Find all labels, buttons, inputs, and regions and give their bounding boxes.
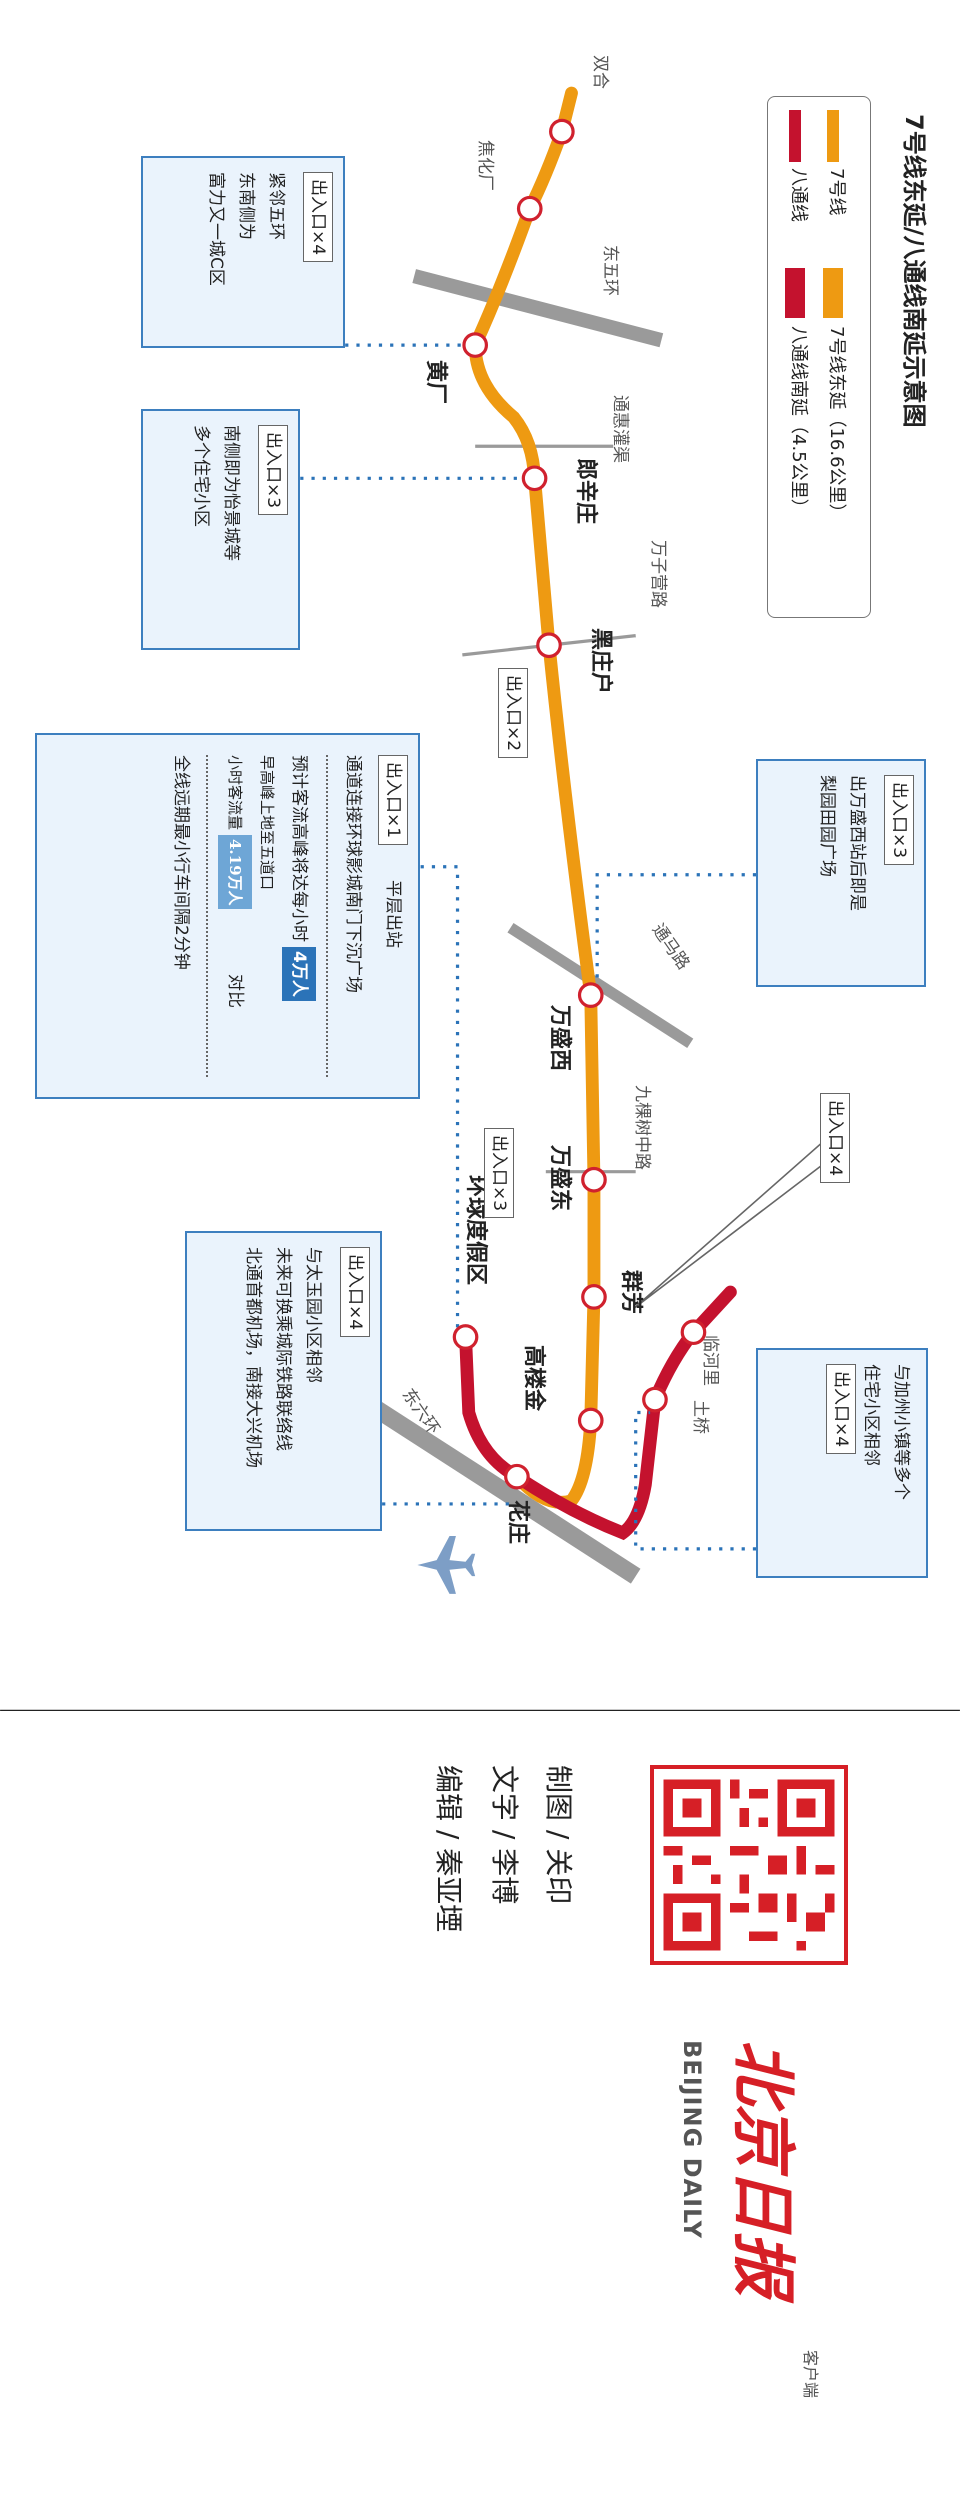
compare-label: 对比 [225, 974, 245, 1009]
station-huazhuang [504, 1463, 530, 1490]
map-title: 7号线东延/八通线南延示意图 [900, 114, 928, 428]
airplane-icon [417, 1536, 476, 1594]
box-line: 未来可换乘城际铁路联络线 [273, 1247, 293, 1451]
road-east5 [412, 269, 664, 348]
label-huazhuang: 花庄 [505, 1500, 530, 1545]
legend-label-batong: 八通线 [788, 168, 809, 222]
qr-code[interactable] [650, 1765, 848, 1965]
label-linheli: 临河里 [700, 1335, 720, 1386]
station-heizhuanghu [536, 632, 562, 659]
logo-suffix: 客户端 [801, 2350, 820, 2399]
connector-wanshengxi [595, 873, 757, 988]
compare-line-2: 小时客流量 4.19万人 对比 [218, 755, 252, 1077]
batong-path [459, 1285, 737, 1541]
connector-huanqiu [420, 865, 460, 1329]
box-note: 平层出站 [383, 880, 403, 949]
info-box-tuqiao: 与加州小镇等多个 住宅小区相邻 出入口×4 [756, 1348, 928, 1578]
station-tuqiao [642, 1386, 668, 1413]
legend: 7号线东延/八通线南延示意图 7号线 7号线东延（16.6公里） 八通线 八通线… [767, 96, 934, 618]
road-tongma [507, 923, 694, 1049]
box-line: 多个住宅小区 [191, 425, 211, 527]
road-label-tonghui: 通惠灌渠 [610, 395, 630, 463]
label-tuqiao: 土桥 [690, 1400, 710, 1434]
compare-text: 小时客流量 [226, 755, 244, 831]
label-gaoloujin: 高楼金 [521, 1345, 546, 1412]
info-box-huanqiu: 出入口×1 平层出站 通道连接环球影城南门下沉广场 预计客流高峰将达每小时 4万… [35, 733, 420, 1099]
forecast-value-badge: 4万人 [282, 947, 316, 1002]
box-line: 梨园田园广场 [817, 775, 837, 877]
info-box-huangchang: 出入口×4 紧邻五环 东南侧为 富力又一城C区 [141, 156, 345, 348]
exit-tag: 出入口×3 [884, 775, 914, 866]
box-line: 与太玉园小区相邻 [303, 1247, 323, 1383]
dotted-divider [326, 755, 328, 1077]
exit-tag: 出入口×3 [258, 425, 288, 516]
credit-text: 文字 / 李博 [488, 1765, 521, 1905]
box-line: 紧邻五环 [266, 172, 286, 240]
label-qunfang: 群芳 [618, 1270, 643, 1315]
station-wanshengxi [577, 982, 604, 1008]
road-label-jiukeshu: 九棵树中路 [632, 1085, 652, 1170]
forecast-line: 预计客流高峰将达每小时 4万人 [282, 755, 316, 1077]
station-wanshengdong [581, 1166, 607, 1193]
station-langxinzhuang [521, 465, 548, 492]
route-map [0, 86, 960, 1711]
station-qunfang [581, 1284, 607, 1310]
credit-editor: 编辑 / 秦亚堙 [432, 1765, 465, 1933]
legend-label-line7-ext: 7号线东延（16.6公里） [826, 326, 847, 522]
label-wanshengdong: 万盛东 [547, 1145, 572, 1212]
info-box-wanshengxi: 出入口×3 出万盛西站后即是 梨园田园广场 [756, 759, 926, 987]
exit-tag: 出入口×4 [826, 1364, 856, 1455]
logo-english: BEIJING DAILY [678, 2040, 706, 2239]
station-jiaohuachang [516, 195, 543, 222]
box-line: 通道连接环球影城南门下沉广场 [343, 755, 363, 993]
legend-box [767, 96, 871, 618]
label-jiaohuachang: 焦化厂 [475, 140, 495, 191]
info-box-huazhuang: 出入口×4 与太玉园小区相邻 未来可换乘城际铁路联络线 北通首都机场，南接大兴机… [185, 1231, 382, 1531]
road-east6 [332, 1376, 641, 1584]
qunfang-pointer [633, 1142, 823, 1309]
compare-value-badge: 4.19万人 [218, 834, 252, 910]
label-heizhuanghu: 黑庄户 [588, 628, 613, 695]
label-huanqiu: 环球度假区 [463, 1175, 488, 1286]
box-line: 南侧即为怡景城等 [221, 425, 241, 561]
legend-swatch-line7-ext [823, 268, 843, 318]
label-shuanghe: 双合 [590, 55, 610, 89]
box-line: 出万盛西站后即是 [847, 775, 867, 911]
station-huangchang [462, 332, 489, 358]
box-line: 住宅小区相邻 [861, 1364, 881, 1466]
station-gaoloujin [577, 1407, 604, 1434]
exit-tag-qunfang: 出入口×4 [820, 1093, 850, 1184]
box-line: 全线远期最小行车间隔2分钟 [171, 755, 191, 970]
road-label-wanziying: 万子营路 [648, 540, 668, 608]
legend-swatch-batong-ext [785, 268, 805, 318]
exit-tag-wanshengdong: 出入口×3 [484, 1128, 514, 1219]
legend-label-line7: 7号线 [826, 168, 847, 216]
info-box-langxinzhuang: 出入口×3 南侧即为怡景城等 多个住宅小区 [141, 409, 300, 650]
dotted-divider [206, 755, 208, 1077]
exit-tag: 出入口×4 [340, 1247, 370, 1338]
box-line: 东南侧为 [236, 172, 256, 240]
label-huangchang: 黄厂 [423, 360, 448, 405]
credit-map: 制图 / 关印 [542, 1765, 575, 1905]
logo-beijing-daily: 北京日报 [725, 2040, 800, 2296]
road-label-east5: 东五环 [600, 245, 620, 296]
box-header: 出入口×1 平层出站 [378, 755, 408, 1077]
legend-swatch-batong [789, 110, 801, 162]
exit-tag: 出入口×4 [303, 172, 333, 263]
exit-tag: 出入口×1 [378, 755, 408, 846]
station-linheli [680, 1319, 707, 1346]
exit-tag-heizhuanghu: 出入口×2 [498, 668, 528, 759]
compare-line-1: 早高峰上地至五道口 [258, 755, 276, 891]
box-line: 与加州小镇等多个 [891, 1364, 911, 1500]
station-shuanghe [549, 118, 575, 145]
legend-label-batong-ext: 八通线南延（4.5公里） [788, 326, 809, 517]
station-huanqiu [452, 1324, 479, 1350]
qr-code-pattern [663, 1779, 835, 1951]
box-line: 北通首都机场，南接大兴机场 [243, 1247, 263, 1468]
forecast-text: 预计客流高峰将达每小时 [289, 755, 309, 942]
label-langxinzhuang: 郎辛庄 [573, 458, 598, 525]
legend-swatch-line7 [827, 110, 839, 162]
label-wanshengxi: 万盛西 [547, 1005, 572, 1072]
box-line: 富力又一城C区 [206, 172, 226, 286]
